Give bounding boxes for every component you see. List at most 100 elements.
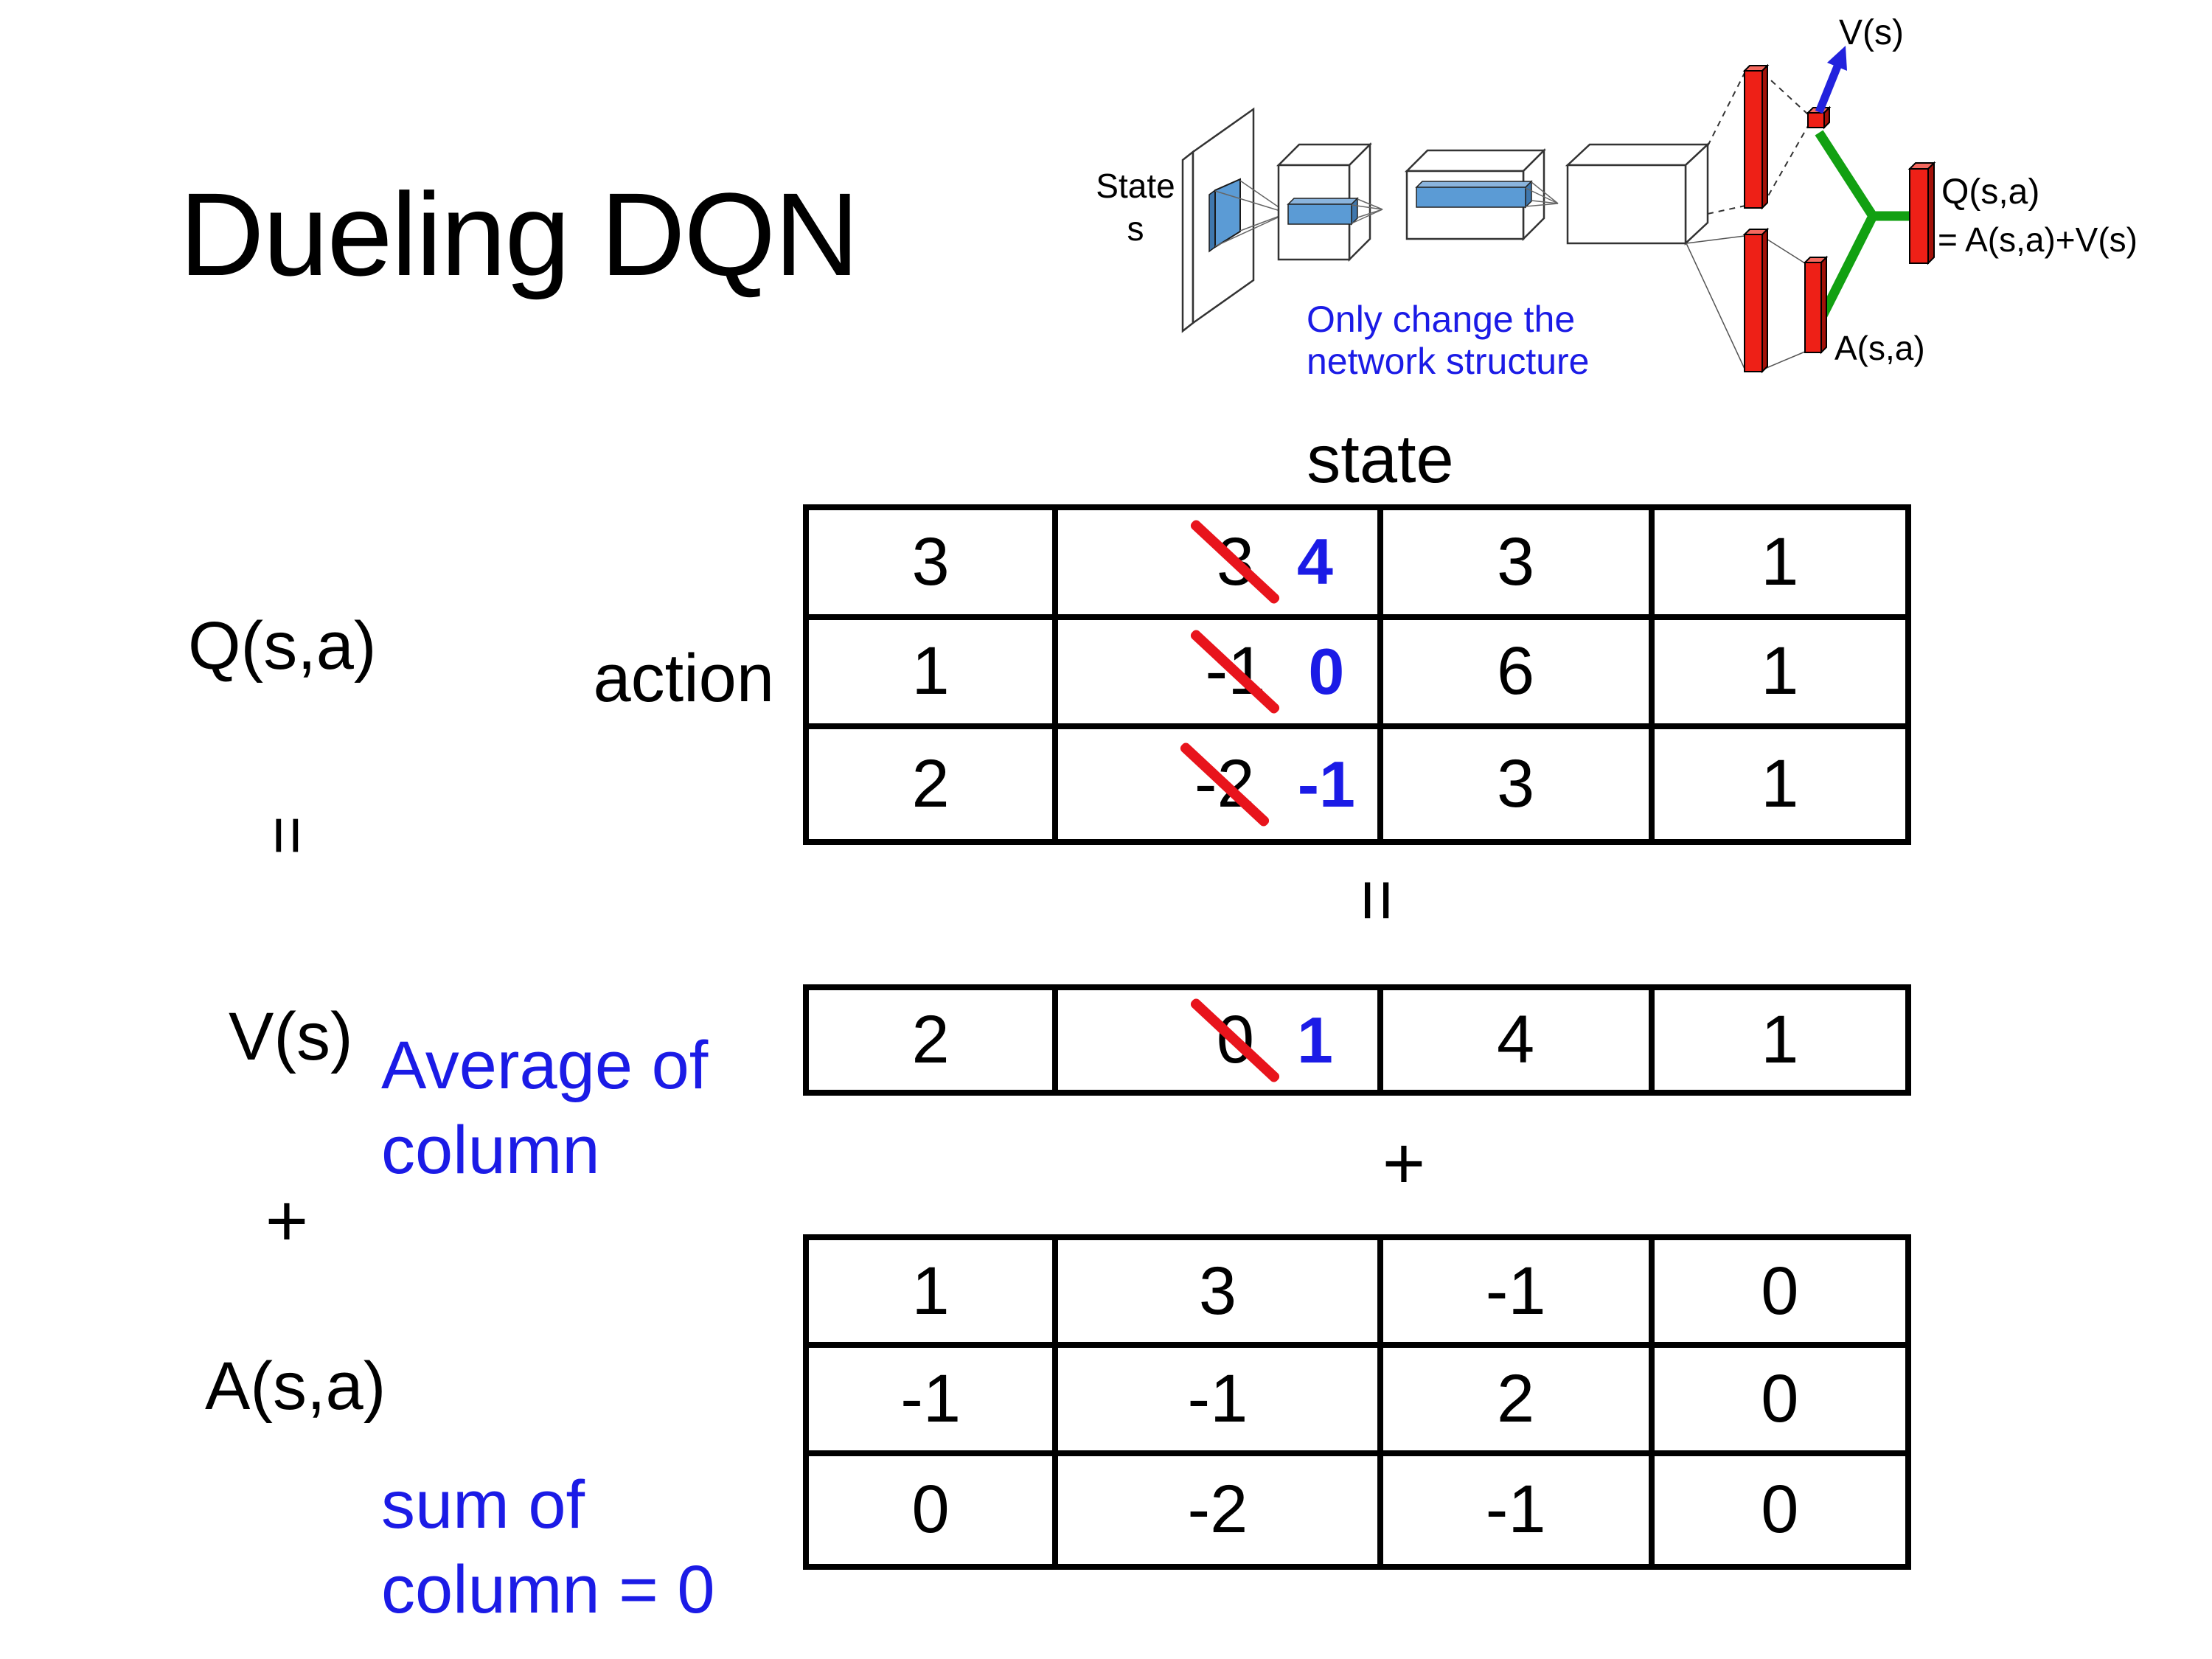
diagram-note-line1: Only change the [1307,299,1575,340]
fc-advantage-bar [1742,227,1770,374]
cell-value: -1 [1485,1472,1546,1548]
fc-box [1565,142,1711,246]
conv-patch [1214,178,1241,248]
q-cell: 3 [1382,510,1655,620]
cell-value: 2 [911,1002,950,1077]
a-cell: -2 [1058,1455,1383,1564]
a-cell: 0 [1654,1348,1905,1456]
q-value-table: 3 3 4 3 1 1 -1 0 6 1 2 -2 -1 3 1 [803,504,1911,845]
network-diagram: State s V(s) Q(s,a) = A(s,a)+V(s) A(s,a)… [1096,13,2138,382]
q-cell: 1 [809,619,1059,730]
note-line: sum of [381,1467,585,1543]
note-line: column = 0 [381,1552,715,1627]
cell-value: -1 [1485,1253,1546,1329]
cell-value: 3 [1497,524,1535,599]
a-cell: -1 [1383,1455,1655,1564]
note-line: Average of [381,1028,709,1103]
state-axis-label: state [1307,422,1454,497]
crossed-value: -2 [1178,740,1271,828]
diagram-state-s: s [1127,209,1144,248]
value-stream-links [1707,71,1809,215]
corrected-value: 0 [1308,634,1345,708]
equals-sign-center: = [1336,878,1419,922]
cell-value: 2 [1497,1360,1535,1436]
cell-value: -2 [1187,1472,1248,1548]
projection-fan-2 [1351,198,1383,224]
cell-value: 1 [911,1253,950,1329]
a-cell: -1 [809,1348,1059,1456]
q-cell: 1 [1655,729,1905,839]
cell-value: 6 [1497,633,1535,709]
q-cell-corrected: -1 0 [1058,619,1383,730]
v-vector-label: V(s) [229,999,353,1074]
corrected-value: -1 [1297,747,1355,821]
cell-value: 1 [1761,746,1799,822]
cell-value: 0 [911,1472,950,1548]
a-matrix-label: A(s,a) [205,1349,386,1424]
cell-value: 3 [1198,1253,1237,1329]
cell-value: 2 [911,746,950,822]
feature-bar-2 [1415,180,1533,209]
v-cell: 2 [809,990,1059,1090]
q-cell-corrected: 3 4 [1058,510,1383,620]
a-vector-bar [1803,255,1829,355]
fc-value-bar [1742,63,1770,210]
page-title: Dueling DQN [179,168,860,300]
cell-value: 3 [911,524,950,599]
diagram-state-label: State [1096,167,1175,205]
sum-of-column-note: sum of column = 0 [381,1463,715,1632]
a-cell: -1 [1382,1240,1655,1349]
plus-sign-center: + [1382,1122,1426,1205]
cell-value: 4 [1497,1002,1535,1077]
cell-value: 0 [1761,1253,1799,1329]
q-matrix-label: Q(s,a) [188,608,377,684]
diagram-v-output-label: V(s) [1839,13,1904,52]
a-cell: 0 [1654,1240,1905,1349]
corrected-value: 4 [1297,525,1333,599]
a-cell: 2 [1382,1348,1655,1456]
merge-lines [1815,130,1910,322]
q-cell-corrected: -2 -1 [1058,729,1383,839]
q-cell: 2 [809,729,1059,839]
crossed-value: 3 [1189,518,1281,606]
projection-fan-3 [1525,181,1559,207]
average-of-column-note: Average of column [381,1023,708,1193]
note-line: column [381,1113,600,1188]
v-cell-corrected: 0 1 [1058,990,1383,1090]
diagram-q-output-label: Q(s,a) [1941,173,2039,212]
q-cell: 3 [809,510,1059,620]
input-plane-side [1181,150,1194,333]
plus-sign-left: + [265,1180,309,1262]
q-output-bar [1907,161,1936,265]
a-cell: -1 [1058,1348,1383,1456]
conv-box-1 [1276,142,1373,262]
diagram-note-line2: network structure [1307,341,1589,382]
q-cell: 3 [1383,729,1655,839]
cell-value: 1 [1761,1002,1799,1077]
q-cell: 1 [1654,620,1905,730]
cell-value: 1 [1761,524,1799,599]
feature-bar-1 [1287,197,1359,226]
v-cell: 1 [1655,990,1905,1090]
cell-value: 1 [911,633,950,709]
conv-patch-side [1208,189,1216,253]
equals-sign-left: = [250,815,325,855]
cell-value: 0 [1761,1360,1799,1436]
a-cell: 3 [1058,1240,1383,1349]
v-cell: 4 [1383,990,1655,1090]
crossed-value: -1 [1189,627,1282,715]
v-value-table: 2 0 1 4 1 [803,984,1911,1096]
a-cell: 0 [809,1455,1059,1564]
a-cell: 0 [1655,1456,1905,1564]
a-cell: 1 [809,1240,1059,1349]
value-output-arrow [1815,46,1847,114]
cell-value: -1 [1187,1360,1248,1436]
cell-value: 3 [1497,746,1535,822]
q-cell: 6 [1382,619,1655,730]
cell-value: -1 [900,1360,961,1436]
crossed-value: 0 [1189,996,1281,1084]
diagram-a-output-label: A(s,a) [1834,329,1925,367]
advantage-stream-links [1686,235,1806,370]
cell-value: 1 [1761,633,1799,709]
